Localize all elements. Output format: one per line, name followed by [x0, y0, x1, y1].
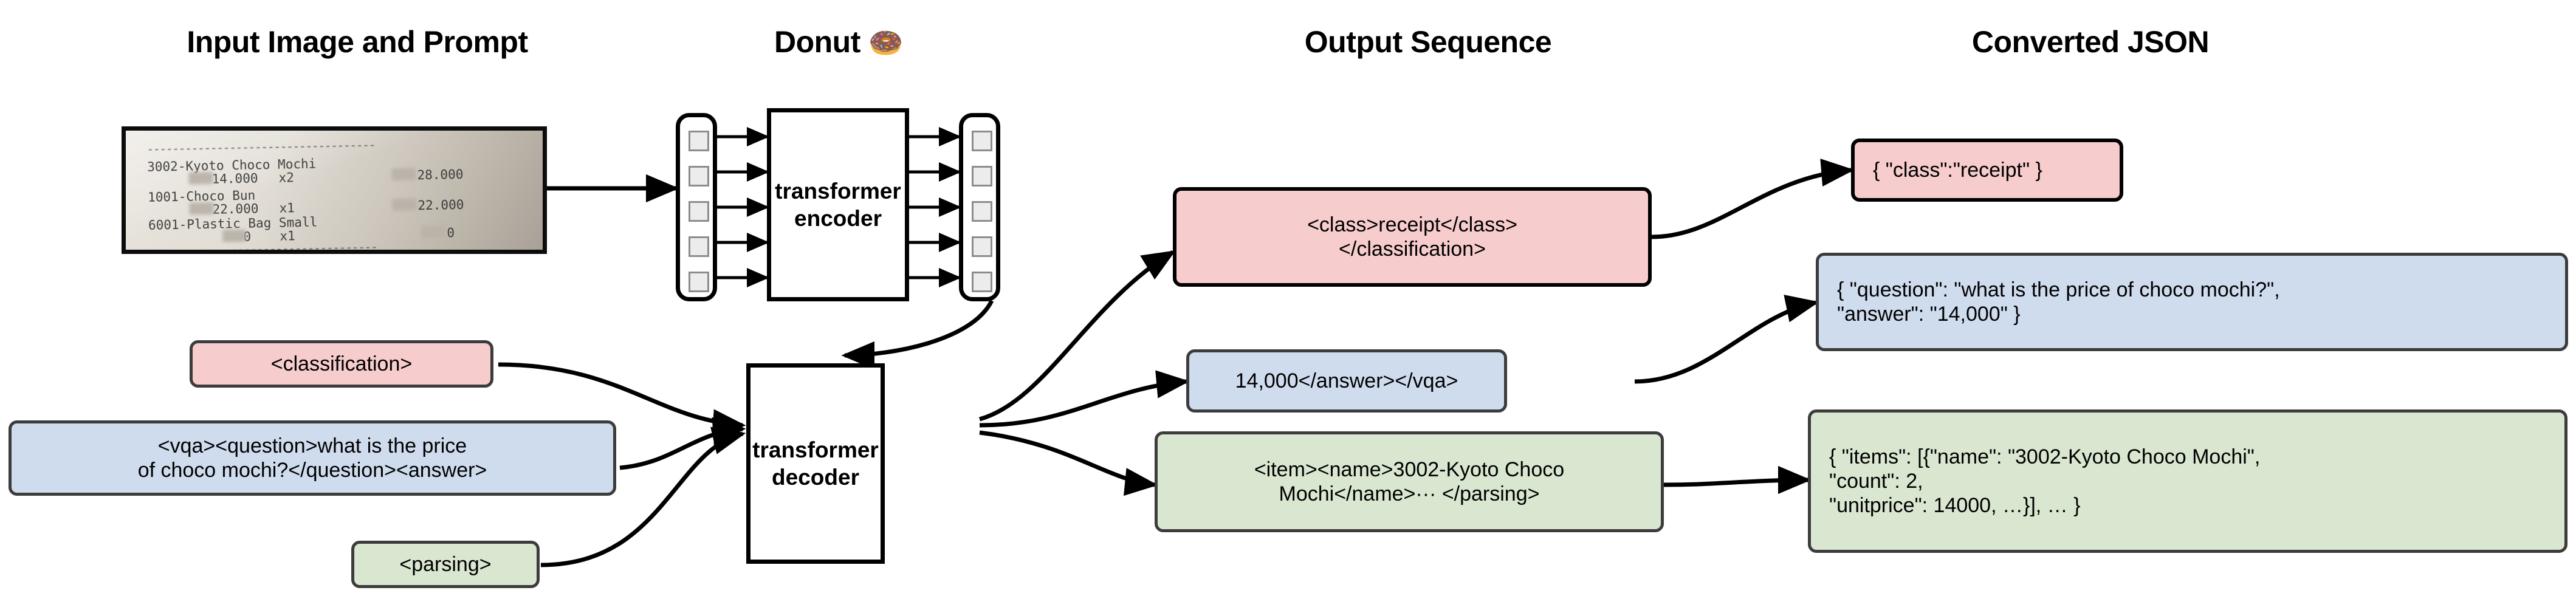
- json-vqa-text: { "question": "what is the price of choc…: [1837, 278, 2280, 326]
- patch-token: [689, 131, 709, 151]
- json-classification-text: { "class":"receipt" }: [1873, 158, 2042, 182]
- header-input-image-and-prompt: Input Image and Prompt: [187, 24, 528, 60]
- encoded-token: [972, 131, 992, 151]
- encoded-token: [972, 166, 992, 187]
- prompt-classification-box[interactable]: <classification>: [190, 340, 493, 388]
- receipt-item-qty-3: x1: [280, 228, 295, 244]
- encoded-token: [972, 236, 992, 257]
- header-donut: Donut 🍩: [774, 24, 904, 60]
- output-classification-box[interactable]: <class>receipt</class> </classification>: [1173, 187, 1652, 287]
- receipt-redaction: [222, 229, 246, 242]
- receipt-paper: [126, 131, 543, 250]
- prompt-parsing-box[interactable]: <parsing>: [351, 541, 540, 588]
- header-output-sequence: Output Sequence: [1304, 24, 1552, 60]
- prompt-classification-text: <classification>: [270, 352, 413, 375]
- transformer-encoder-label: transformer encoder: [775, 178, 901, 231]
- header-label: Donut: [774, 25, 869, 59]
- receipt-bottom-dashes: ------------------------------------: [148, 240, 377, 254]
- output-classification-text: <class>receipt</class> </classification>: [1307, 213, 1517, 261]
- json-classification-box[interactable]: { "class":"receipt" }: [1851, 139, 2123, 202]
- receipt-text-layer: ------------------------------------ 300…: [126, 131, 543, 254]
- patch-token: [689, 201, 709, 222]
- output-parsing-box[interactable]: <item><name>3002-Kyoto Choco Mochi</name…: [1155, 431, 1664, 532]
- encoder-output-token-column: [959, 113, 1000, 301]
- json-parsing-text: { "items": [{"name": "3002-Kyoto Choco M…: [1829, 445, 2261, 518]
- transformer-encoder-box: transformer encoder: [767, 108, 909, 301]
- header-label: Converted JSON: [1971, 25, 2210, 59]
- output-parsing-text: <item><name>3002-Kyoto Choco Mochi</name…: [1254, 457, 1565, 505]
- receipt-item-total-2: 22.000: [417, 197, 464, 213]
- prompt-parsing-text: <parsing>: [399, 552, 492, 576]
- output-answer-box[interactable]: 14,000</answer></vqa>: [1186, 349, 1507, 413]
- receipt-item-price-1: 14.000: [211, 171, 258, 187]
- encoded-token: [972, 272, 992, 292]
- transformer-decoder-box: transformer decoder: [746, 363, 885, 564]
- json-parsing-box[interactable]: { "items": [{"name": "3002-Kyoto Choco M…: [1808, 409, 2567, 553]
- transformer-decoder-label: transformer decoder: [752, 437, 879, 490]
- receipt-item-qty-1: x2: [278, 170, 295, 185]
- receipt-redaction: [391, 168, 416, 181]
- receipt-sheen: [126, 131, 543, 250]
- receipt-redaction: [392, 198, 417, 211]
- encoded-token: [972, 201, 992, 222]
- json-vqa-box[interactable]: { "question": "what is the price of choc…: [1816, 253, 2568, 351]
- header-converted-json: Converted JSON: [1971, 24, 2210, 60]
- prompt-vqa-text: <vqa><question>what is the price of choc…: [137, 434, 487, 482]
- patch-token: [689, 236, 709, 257]
- receipt-item-total-1: 28.000: [417, 166, 464, 183]
- output-answer-text: 14,000</answer></vqa>: [1235, 369, 1458, 392]
- receipt-redaction: [188, 171, 213, 185]
- patch-token: [689, 272, 709, 292]
- receipt-item-total-3: 0: [447, 225, 455, 241]
- encoder-input-token-column: [676, 113, 717, 301]
- header-label: Input Image and Prompt: [187, 25, 528, 59]
- receipt-redaction: [189, 202, 214, 215]
- prompt-vqa-box[interactable]: <vqa><question>what is the price of choc…: [9, 420, 616, 496]
- receipt-redaction: [421, 225, 446, 239]
- receipt-item-qty-2: x1: [279, 200, 295, 216]
- patch-token: [689, 166, 709, 187]
- header-label: Output Sequence: [1304, 25, 1552, 59]
- receipt-item-price-2: 22.000: [212, 201, 259, 217]
- input-receipt-image: ------------------------------------ 300…: [122, 126, 547, 254]
- receipt-top-dashes: ------------------------------------: [146, 138, 376, 156]
- donut-icon: 🍩: [868, 27, 904, 58]
